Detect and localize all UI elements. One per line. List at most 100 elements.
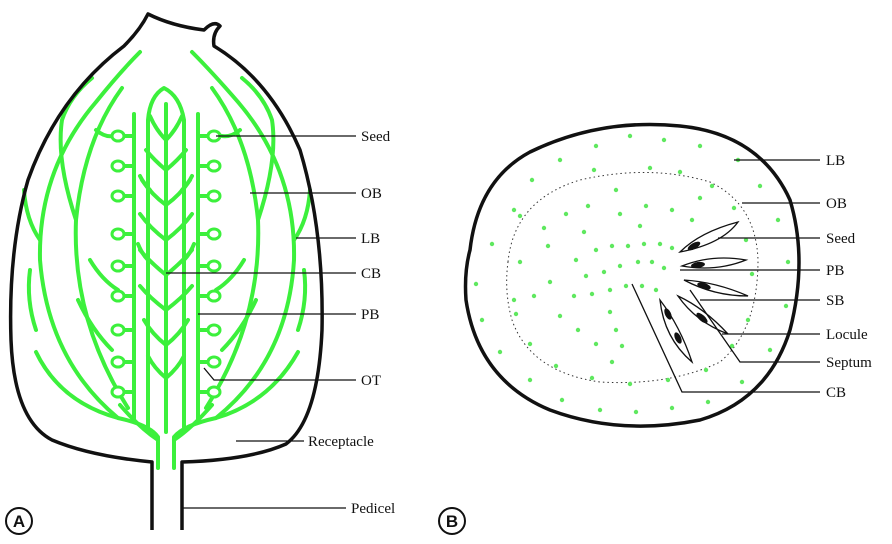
bundle-dot-4 [661,137,667,143]
bundle-dot-47 [609,243,615,249]
label-ob-a: OB [361,186,382,202]
bundle-dot-35 [729,343,735,349]
seed-a-left-9 [110,385,126,399]
bundle-dot-36 [703,367,709,373]
bundle-dot-20 [783,303,789,309]
bundle-dot-50 [657,241,663,247]
label-locule-b: Locule [826,327,868,343]
bundle-dot-31 [731,205,737,211]
bundle-dot-12 [527,377,533,383]
bundle-dot-1 [557,157,563,163]
bundle-dot-3 [627,133,633,139]
bundle-dot-78 [643,203,649,209]
bundle-dot-58 [571,293,577,299]
seed-a-right-2 [206,159,222,173]
bundle-dot-45 [573,257,579,263]
bundle-dot-83 [697,195,703,201]
label-pb-b: PB [826,263,844,279]
bundle-dot-54 [617,263,623,269]
bundle-dot-66 [593,341,599,347]
bundle-dot-62 [639,283,645,289]
label-ob-b: OB [826,196,847,212]
label-sb-b: SB [826,293,844,309]
bundle-dot-8 [489,241,495,247]
panel-a-vascular-bundles [22,50,312,470]
bundle-dot-79 [669,207,675,213]
leader-septum-b [689,289,820,363]
seed-a-right-8 [206,355,222,369]
seed-a-right-6 [206,289,222,303]
bundle-dot-40 [553,363,559,369]
bundle-dot-43 [517,259,523,265]
bundle-dot-37 [665,377,671,383]
leader-ot-a [203,367,356,381]
label-cb-b: CB [826,385,846,401]
bundle-dot-17 [705,399,711,405]
seed-b-5b [674,332,682,344]
seed-a-left-2 [110,159,126,173]
label-septum-b: Septum [826,355,872,371]
bundle-dot-71 [607,309,613,315]
seed-b-5a [664,308,672,320]
bundle-dot-39 [589,375,595,381]
seed-a-right-3 [206,189,222,203]
seed-a-left-8 [110,355,126,369]
bundle-dot-15 [633,409,639,415]
bundle-dot-38 [627,381,633,387]
bundle-dot-42 [511,297,517,303]
bundle-dot-74 [541,225,547,231]
panel-a-leader-lines [166,135,356,509]
bundle-dot-56 [649,259,655,265]
bundle-dot-21 [785,259,791,265]
bundle-dot-25 [517,213,523,219]
bundle-dot-11 [497,349,503,355]
panel-a-letter-badge [5,507,33,535]
bundle-dot-33 [749,271,755,277]
bundle-dot-60 [607,287,613,293]
seed-a-left-1 [110,129,126,143]
bundle-dot-10 [479,317,485,323]
seed-a-left-4 [110,227,126,241]
seed-b-2 [691,261,705,269]
panel-a-longitudinal-section: Seed OB LB CB PB OT Receptacle Pedicel A [5,12,395,535]
bundle-dot-61 [623,283,629,289]
bundle-dot-55 [635,259,641,265]
bundle-dot-46 [593,247,599,253]
seed-a-left-6 [110,289,126,303]
panel-b-cross-section: LB OB Seed PB SB Locule Septum CB B [438,122,872,535]
bundle-dot-81 [581,229,587,235]
seed-b-3 [697,282,711,290]
bundle-dot-44 [545,243,551,249]
panel-b-seeds [664,241,711,344]
bundle-dot-72 [613,327,619,333]
label-seed-b: Seed [826,231,856,247]
panel-b-locules [659,220,749,365]
bundle-dot-22 [775,217,781,223]
seed-a-right-7 [206,323,222,337]
bundle-dot-49 [641,241,647,247]
bundle-dot-52 [583,273,589,279]
panel-a-fruit-outline [8,12,324,530]
seed-a-right-9 [206,385,222,399]
seed-a-left-3 [110,189,126,203]
bundle-dot-16 [669,405,675,411]
bundle-dot-19 [767,347,773,353]
label-pb-a: PB [361,307,379,323]
bundle-dot-63 [653,287,659,293]
bundle-dot-26 [591,167,597,173]
label-cb-a: CB [361,266,381,282]
bundle-dot-2 [593,143,599,149]
label-lb-a: LB [361,231,380,247]
label-seed-a: Seed [361,129,391,145]
panel-b-inner-boundary [506,172,759,384]
bundle-dot-41 [527,341,533,347]
label-receptacle-a: Receptacle [308,434,374,450]
bundle-dot-70 [513,311,519,317]
bundle-dot-48 [625,243,631,249]
bundle-dot-73 [619,343,625,349]
bundle-dot-67 [609,359,615,365]
seed-a-right-4 [206,227,222,241]
bundle-dot-82 [637,223,643,229]
bundle-dot-23 [757,183,763,189]
bundle-dot-14 [597,407,603,413]
